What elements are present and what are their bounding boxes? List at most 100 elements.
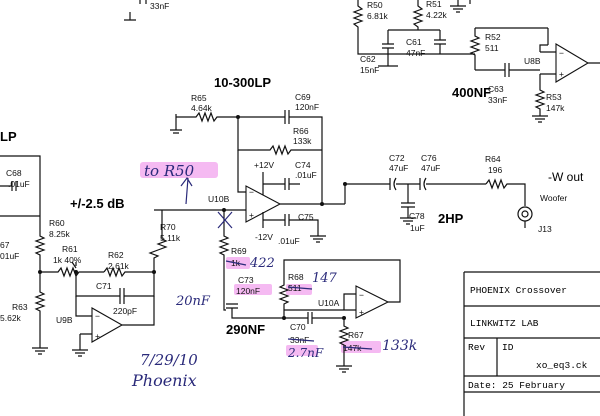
- c-top-value: 33nF: [150, 1, 169, 11]
- r50-value: 6.81k: [367, 11, 389, 21]
- r65-ref: R65: [191, 93, 207, 103]
- note-c70-new: 2.7nF: [287, 346, 324, 360]
- r52-ref: R52: [485, 32, 501, 42]
- highlight-c73: [234, 284, 272, 295]
- title-project: PHOENIX Crossover: [470, 285, 567, 296]
- r60-value: 8.25k: [49, 229, 71, 239]
- r60-ref: R60: [49, 218, 65, 228]
- r64-value: 196: [488, 165, 502, 175]
- c71-ref: C71: [96, 281, 112, 291]
- j13-connector-icon: [517, 206, 533, 222]
- r50-ref: R50: [367, 0, 383, 10]
- r66-value: 133k: [293, 136, 312, 146]
- lowpass-section: 10-300LP R65 4.64k C69 120nF R66 133k − …: [154, 75, 345, 246]
- title-org: LINKWITZ LAB: [470, 318, 539, 329]
- handwritten-notes: to R50 422 20nF 147 2.7nF 133k 7/29/10 P…: [131, 162, 417, 390]
- c76-value: 47uF: [421, 163, 440, 173]
- c75-value: .01uF: [278, 236, 300, 246]
- r70-value: 5.11k: [160, 233, 181, 243]
- r64-ref: R64: [485, 154, 501, 164]
- r61-ref: R61: [62, 244, 78, 254]
- c68-ref: C68: [6, 168, 22, 178]
- note-to-r50: to R50: [144, 162, 195, 180]
- note-r68-new: 147: [312, 271, 338, 286]
- u10b-ref: U10B: [208, 194, 230, 204]
- r53-ref: R53: [546, 92, 562, 102]
- c61-ref: C61: [406, 37, 422, 47]
- highlight-r68: [286, 284, 312, 295]
- c78-ref: C78: [409, 211, 425, 221]
- svg-text:+: +: [559, 69, 564, 79]
- output-label: -W out: [548, 170, 584, 184]
- note-c73-new: 20nF: [175, 294, 211, 309]
- c67-ref: 67: [0, 240, 10, 250]
- c68-value: .01uF: [8, 179, 30, 189]
- c69-value: 120nF: [295, 102, 319, 112]
- c72-value: 47uF: [389, 163, 408, 173]
- note-r69-new: 422: [249, 256, 275, 271]
- r62-value: 2.61k: [108, 261, 130, 271]
- r52-value: 511: [485, 43, 499, 53]
- top-capacitor-fragment: 33nF: [124, 0, 169, 21]
- svg-text:−: −: [559, 48, 564, 58]
- section-lp-title: 10-300LP: [214, 75, 271, 90]
- c70-ref: C70: [290, 322, 306, 332]
- c63-value: 33nF: [488, 95, 507, 105]
- section-shelf: +/-2.5 dB: [70, 196, 125, 211]
- r51-ref: R51: [426, 0, 442, 9]
- vneg-label: -12V: [255, 232, 273, 242]
- section-lp-edge: LP: [0, 129, 17, 144]
- j13-label: J13: [538, 224, 552, 234]
- c73-value: 120nF: [236, 286, 260, 296]
- r53-value: 147k: [546, 103, 565, 113]
- note-r67-new: 133k: [382, 338, 417, 354]
- c73-ref: C73: [238, 275, 254, 285]
- r70-ref: R70: [160, 222, 176, 232]
- r69-ref: R69: [231, 246, 247, 256]
- section-290nf: 290NF: [226, 322, 265, 337]
- c62-ref: C62: [360, 54, 376, 64]
- title-file: xo_eq3.ck: [536, 360, 588, 371]
- c67-value: 01uF: [0, 251, 19, 261]
- c76-ref: C76: [421, 153, 437, 163]
- c63-ref: C63: [488, 84, 504, 94]
- c72-ref: C72: [389, 153, 405, 163]
- r51-value: 4.22k: [426, 10, 448, 20]
- r61-value: 1k 40%: [53, 255, 82, 265]
- note-name: Phoenix: [131, 371, 197, 390]
- r66-ref: R66: [293, 126, 309, 136]
- svg-text:−: −: [249, 187, 254, 197]
- r68-ref: R68: [288, 272, 304, 282]
- vpos-label: +12V: [254, 160, 274, 170]
- svg-text:+: +: [95, 331, 100, 341]
- c74-value: .01uF: [295, 170, 317, 180]
- title-block: PHOENIX Crossover LINKWITZ LAB Rev ID xo…: [463, 271, 600, 416]
- c71-value: 220pF: [113, 306, 137, 316]
- c61-value: 47nF: [406, 48, 425, 58]
- highlight-r67: [341, 341, 381, 353]
- highpass-output-section: C72 47uF C76 47uF C78 1uF 2HP R64 196 Wo…: [343, 153, 584, 234]
- r63-value: 5.62k: [0, 313, 22, 323]
- r65-value: 4.64k: [191, 103, 213, 113]
- title-rev-label: Rev: [468, 342, 485, 353]
- r63-ref: R63: [12, 302, 28, 312]
- u9b-ref: U9B: [56, 315, 73, 325]
- c74-ref: C74: [295, 160, 311, 170]
- svg-text:+: +: [249, 210, 254, 220]
- c78-value: 1uF: [410, 223, 425, 233]
- svg-text:−: −: [95, 311, 100, 321]
- u10a-ref: U10A: [318, 298, 340, 308]
- highlight-c70: [286, 345, 318, 356]
- section-400nf: 400NF: [452, 85, 491, 100]
- section-2hp: 2HP: [438, 211, 464, 226]
- c69-ref: C69: [295, 92, 311, 102]
- shelf-section: LP +/-2.5 dB C68 .01uF 67 01uF R60 8.25k…: [0, 129, 181, 357]
- woofer-label: Woofer: [540, 193, 567, 203]
- note-date: 7/29/10: [140, 351, 198, 369]
- u8b-ref: U8B: [524, 56, 541, 66]
- svg-text:−: −: [359, 290, 364, 300]
- notch-290nf-section: R69 1k C73 120nF R68 511 − + U10A C70 33…: [218, 208, 401, 373]
- c75-ref: C75: [298, 212, 314, 222]
